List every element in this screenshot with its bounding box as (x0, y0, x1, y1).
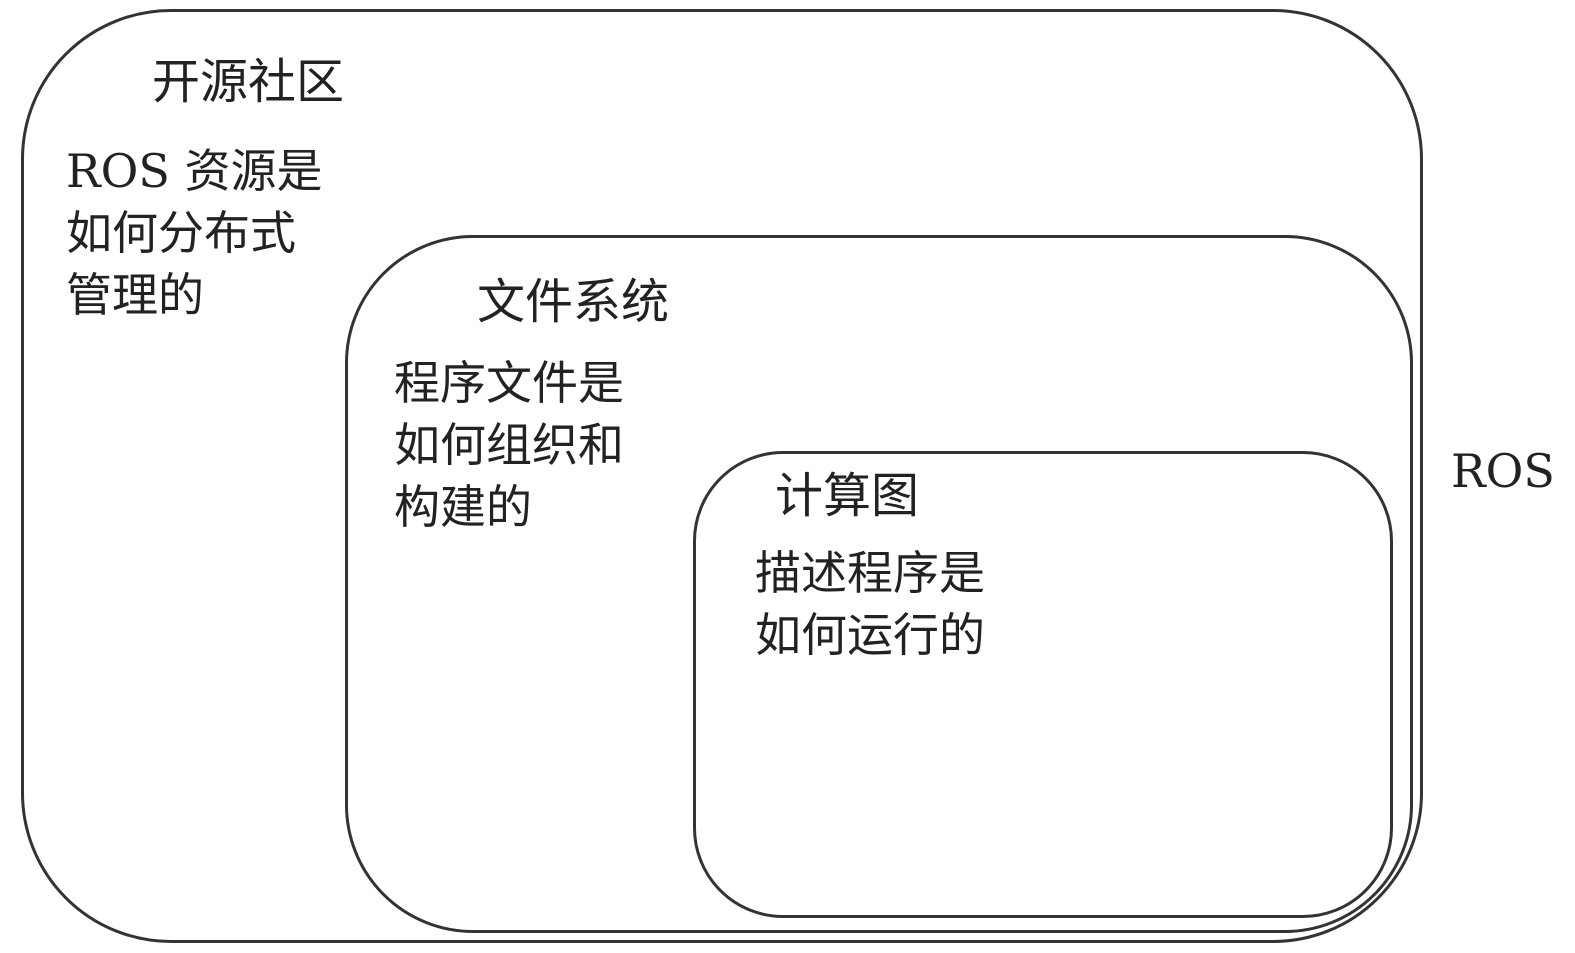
file-system-description-line: 如何组织和 (394, 418, 624, 472)
file-system-title: 文件系统 (477, 274, 670, 330)
computation-graph-box (693, 451, 1393, 918)
file-system-description-line: 程序文件是 (394, 356, 624, 410)
file-system-description-line: 构建的 (394, 480, 532, 534)
computation-graph-description-line: 描述程序是 (755, 546, 985, 600)
open-community-description: ROS 资源是 如何分布式 管理的 (66, 140, 322, 326)
open-community-description-line: 管理的 (66, 268, 204, 322)
ros-label: ROS (1451, 444, 1555, 498)
file-system-box (345, 235, 1413, 933)
computation-graph-description: 描述程序是 如何运行的 (755, 542, 985, 666)
open-community-description-line: 如何分布式 (66, 206, 296, 260)
open-community-description-line: ROS 资源是 (66, 144, 323, 198)
open-community-title: 开源社区 (152, 54, 345, 110)
computation-graph-description-line: 如何运行的 (755, 608, 985, 662)
file-system-description: 程序文件是 如何组织和 构建的 (394, 352, 624, 538)
computation-graph-title: 计算图 (775, 468, 920, 524)
open-community-box (21, 9, 1423, 943)
